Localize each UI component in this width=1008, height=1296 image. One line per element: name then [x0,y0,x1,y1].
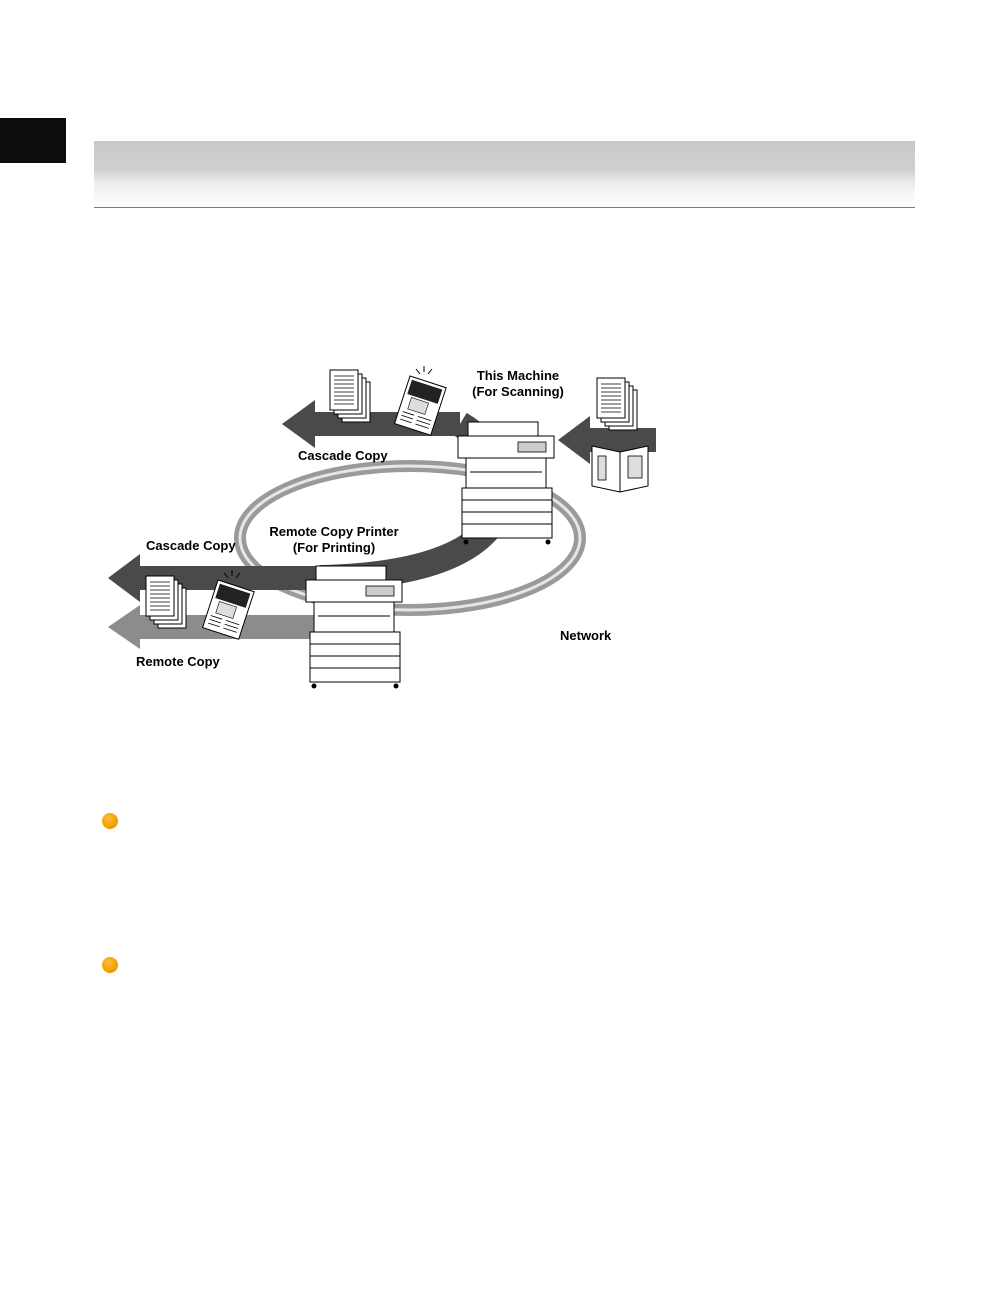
network-label: Network [560,628,611,644]
remote-printer-line2: (For Printing) [264,540,404,556]
document-stack-icon [597,378,637,430]
copier-icon [458,422,554,545]
remote-printer-line1: Remote Copy Printer [264,524,404,540]
document-stack-icon [330,370,370,422]
cascade-copy-top-label: Cascade Copy [298,448,388,464]
document-stack-icon [146,576,186,628]
bullet-icon [102,957,118,973]
remote-copy-label: Remote Copy [136,654,220,670]
this-machine-line2: (For Scanning) [466,384,570,400]
cascade-copy-left-label: Cascade Copy [146,538,236,554]
copier-icon [306,566,402,689]
open-book-icon [592,446,648,492]
chapter-tab [0,118,66,163]
this-machine-label: This Machine (For Scanning) [466,368,570,400]
remote-copy-diagram: This Machine (For Scanning) Cascade Copy… [100,360,670,705]
remote-printer-label: Remote Copy Printer (For Printing) [264,524,404,556]
bullet-icon [102,813,118,829]
this-machine-line1: This Machine [466,368,570,384]
section-header-band [94,141,915,207]
section-header-rule [94,207,915,208]
